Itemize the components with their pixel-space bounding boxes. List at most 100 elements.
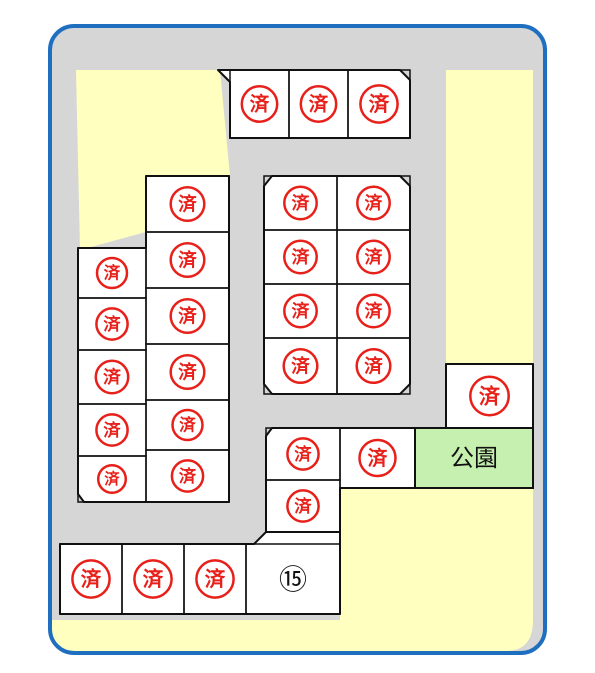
sold-stamp-icon [356, 185, 391, 221]
sold-stamp-icon [171, 408, 204, 442]
sold-lot[interactable]: 済 [169, 297, 206, 335]
sold-mark-label: 済 [143, 567, 164, 591]
sold-lot[interactable]: 済 [95, 256, 129, 290]
sold-lot[interactable]: 済 [355, 347, 392, 385]
sold-lot[interactable]: 済 [286, 437, 320, 471]
sold-mark-label: 済 [479, 383, 501, 408]
sold-stamp-icon [286, 489, 320, 523]
sold-lot[interactable]: 済 [283, 185, 318, 221]
sold-stamp-icon [195, 559, 235, 599]
land-area [76, 70, 230, 250]
sold-stamp-icon [358, 438, 397, 478]
sold-stamp-icon [94, 359, 130, 395]
sold-mark-label: 済 [292, 192, 310, 214]
sold-stamp-icon [299, 85, 338, 123]
sold-mark-label: 済 [365, 300, 383, 322]
sold-lot[interactable]: 済 [169, 241, 206, 279]
sold-mark-label: 済 [103, 366, 121, 388]
sold-stamp-icon [133, 559, 173, 599]
sold-mark-label: 済 [81, 567, 102, 591]
sold-lot[interactable]: 済 [171, 408, 204, 442]
sold-mark-label: 済 [178, 305, 197, 327]
sold-mark-label: 済 [292, 300, 310, 322]
sold-lot[interactable]: 済 [282, 347, 319, 385]
sold-mark-label: 済 [365, 246, 383, 268]
sold-stamp-icon [359, 84, 399, 124]
sold-stamp-icon [71, 559, 111, 599]
sold-lot[interactable]: 済 [286, 489, 320, 523]
sold-lot[interactable]: 済 [71, 559, 111, 599]
sold-lot[interactable]: 済 [96, 463, 128, 495]
lot-outline [336, 337, 411, 395]
lot-outline [245, 543, 341, 615]
sold-stamp-icon [169, 297, 206, 335]
sold-stamp-icon [169, 353, 206, 391]
sold-lot[interactable]: 済 [359, 84, 399, 124]
sold-lot[interactable]: 済 [95, 413, 129, 447]
sold-stamp-icon [286, 437, 320, 471]
sold-stamp-icon [169, 241, 206, 279]
sold-lot[interactable]: 済 [94, 359, 130, 395]
sold-mark-label: 済 [178, 361, 197, 383]
sold-mark-label: 済 [364, 355, 383, 377]
map-frame-border [48, 24, 547, 655]
land-areas [52, 70, 533, 651]
sold-lot[interactable]: 済 [195, 559, 235, 599]
sold-stamp-icon [356, 239, 391, 275]
sold-lot[interactable]: 済 [169, 185, 206, 223]
sold-mark-label: 済 [309, 93, 329, 116]
sold-lot[interactable]: 済 [170, 459, 205, 493]
sold-lot[interactable]: 済 [356, 185, 391, 221]
sold-stamp-icon [95, 256, 129, 290]
sold-lot[interactable]: 済 [299, 85, 338, 123]
sold-mark-label: 済 [292, 246, 310, 268]
park-lot[interactable]: 公園 [414, 427, 534, 489]
sold-lot[interactable]: 済 [133, 559, 173, 599]
sold-mark-label: 済 [104, 470, 120, 488]
sold-mark-label: 済 [250, 93, 270, 116]
lot-outline [265, 479, 341, 533]
available-lot[interactable]: ⑮ [279, 563, 307, 596]
sold-mark-label: 済 [103, 314, 121, 335]
sold-stamp-icon [169, 185, 206, 223]
sold-mark-label: 済 [368, 447, 388, 470]
sold-stamp-icon [95, 307, 129, 341]
sold-mark-label: 済 [103, 420, 121, 441]
sold-mark-label: 済 [178, 249, 197, 271]
sold-mark-label: 済 [179, 415, 196, 435]
sold-lot[interactable]: 済 [95, 307, 129, 341]
park-label: 公園 [450, 444, 498, 472]
sold-mark-label: 済 [365, 192, 383, 214]
lot-outline [339, 427, 416, 489]
sold-lot[interactable]: 済 [356, 239, 391, 275]
sold-lot[interactable]: 済 [169, 353, 206, 391]
lot-number-label: ⑮ [279, 563, 307, 596]
sold-stamp-icon [282, 347, 319, 385]
land-area [446, 70, 533, 384]
sold-mark-label: 済 [178, 193, 197, 215]
sold-stamp-icon [469, 375, 510, 417]
sold-lot[interactable]: 済 [283, 293, 318, 329]
sold-stamp-icon [283, 293, 318, 329]
sold-lot[interactable]: 済 [240, 85, 279, 123]
sold-mark-label: 済 [104, 263, 121, 283]
sold-lot[interactable]: 済 [356, 293, 391, 329]
sold-lot[interactable]: 済 [283, 239, 318, 275]
sold-stamp-icon [356, 293, 391, 329]
sold-stamp-icon [283, 185, 318, 221]
lot-outline [77, 455, 147, 503]
sold-stamp-icon [96, 463, 128, 495]
land-area [340, 488, 533, 651]
sold-stamp-icon [95, 413, 129, 447]
land-area [52, 620, 340, 651]
lot-outline [347, 69, 411, 139]
sold-mark-label: 済 [294, 444, 312, 465]
sold-lot[interactable]: 済 [358, 438, 397, 478]
sold-mark-label: 済 [205, 567, 226, 591]
sold-lot[interactable]: 済 [469, 375, 510, 417]
sold-mark-label: 済 [294, 496, 312, 517]
sold-mark-label: 済 [291, 355, 310, 377]
sold-stamp-icon [283, 239, 318, 275]
